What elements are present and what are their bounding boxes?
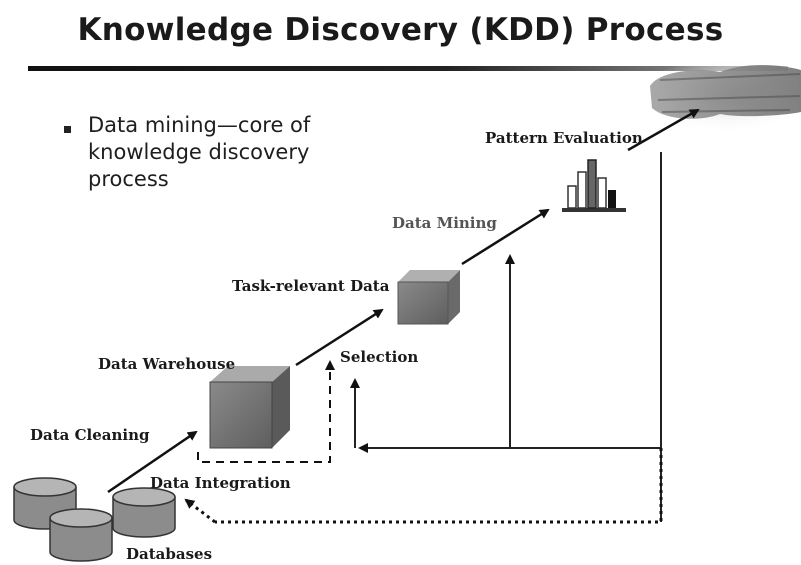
databases-icon (13, 477, 176, 562)
bullet-text: Data mining—core of knowledge discovery … (88, 113, 311, 191)
label-selection: Selection (340, 348, 419, 366)
label-data-warehouse: Data Warehouse (98, 355, 236, 373)
label-data-integration: Data Integration (150, 474, 291, 492)
label-data-cleaning: Data Cleaning (30, 426, 150, 444)
knowledge-icon (638, 58, 801, 134)
bullet-icon (64, 126, 71, 133)
arrow-evaluation-to-knowledge (627, 108, 700, 152)
slide-title: Knowledge Discovery (KDD) Process (77, 12, 724, 48)
arrow-task-data-to-mining (461, 208, 550, 266)
label-pattern-evaluation: Pattern Evaluation (485, 129, 643, 147)
arrow-warehouse-to-task-data (295, 308, 384, 367)
arrow-databases-to-warehouse (107, 430, 198, 494)
dotted-loop (215, 448, 663, 524)
label-data-mining: Data Mining (392, 214, 497, 232)
bar-chart-icon (562, 159, 626, 212)
label-task-relevant-data: Task-relevant Data (232, 277, 390, 295)
data-warehouse-cube-icon (209, 366, 290, 449)
task-relevant-data-cube-icon (397, 270, 460, 325)
title-divider (28, 66, 788, 71)
selection-dashed-path (197, 360, 335, 463)
label-databases: Databases (126, 545, 213, 563)
dotted-loop-end (184, 498, 216, 524)
